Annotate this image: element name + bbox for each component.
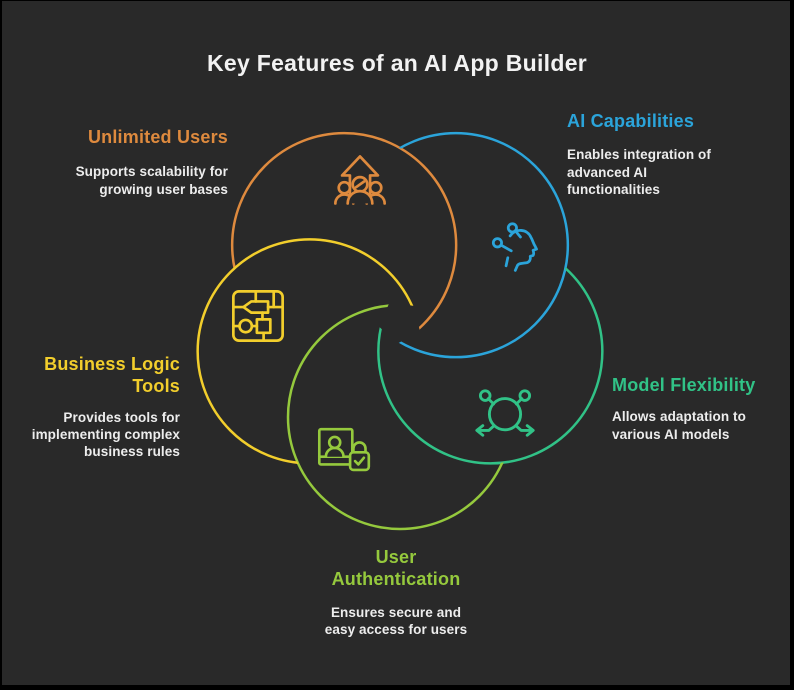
feature-unlimited-users-title: Unlimited Users [87, 127, 228, 147]
feature-ai-capabilities: AI Capabilities Enables integration of a… [567, 110, 737, 198]
feature-business-logic-tools: Business Logic Tools Provides tools for … [0, 353, 180, 460]
feature-model-flexibility-title: Model Flexibility [612, 375, 756, 395]
circle-model-flexibility [377, 238, 604, 465]
feature-user-authentication: User Authentication Ensures secure and e… [281, 546, 511, 638]
network-flex-icon [475, 389, 535, 437]
feature-user-authentication-description: Ensures secure and easy access for users [324, 604, 468, 637]
flowchart-chip-icon [232, 290, 284, 342]
feature-business-logic-tools-title: Business Logic Tools [44, 354, 180, 397]
feature-ai-capabilities-description: Enables integration of advanced AI funct… [567, 147, 711, 197]
feature-business-logic-tools-description: Provides tools for implementing complex … [31, 409, 180, 460]
feature-unlimited-users-description: Supports scalability for growing user ba… [75, 164, 228, 197]
circle-user-authentication [286, 303, 514, 531]
users-growth-icon [334, 155, 386, 205]
circle-business-logic [196, 238, 423, 465]
page-title: Key Features of an AI App Builder [206, 50, 588, 76]
feature-model-flexibility-description: Allows adaptation to various AI models [612, 409, 747, 442]
feature-model-flexibility: Model Flexibility Allows adaptation to v… [612, 374, 782, 443]
id-card-lock-icon [317, 427, 371, 472]
feature-unlimited-users: Unlimited Users Supports scalability for… [18, 126, 228, 198]
feature-ai-capabilities-title: AI Capabilities [567, 111, 695, 131]
feature-user-authentication-title: User Authentication [331, 547, 461, 590]
ai-head-icon [491, 222, 538, 272]
